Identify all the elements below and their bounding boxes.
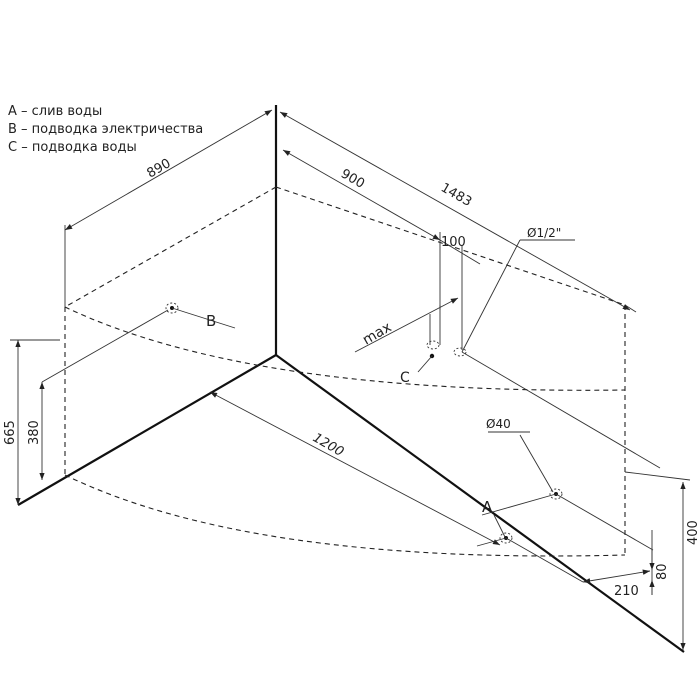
dimension-890: 890 [64,109,273,307]
svg-text:80: 80 [655,563,670,580]
svg-text:890: 890 [145,156,174,181]
svg-text:1200: 1200 [310,430,346,460]
svg-text:900: 900 [338,166,367,191]
svg-text:C: C [400,370,410,386]
left-wall-base [17,354,277,506]
svg-text:210: 210 [614,584,639,599]
svg-text:B: B [206,312,216,330]
svg-text:380: 380 [27,420,42,445]
svg-text:Ø40: Ø40 [486,417,511,431]
dimension-400: 400 [624,471,700,650]
right-wall-base [275,354,685,653]
dimension-1483: 1483 [279,111,637,313]
electric-callout: B [41,302,236,383]
dimension-380: 380 [27,382,45,480]
svg-text:Ø1/2": Ø1/2" [527,226,561,240]
svg-text:400: 400 [686,520,700,545]
tub-outline [64,186,626,557]
svg-text:1483: 1483 [438,180,474,210]
dimension-665: 665 [3,339,60,505]
svg-text:max: max [360,319,394,348]
dimension-210: 210 [582,569,651,599]
dimension-900: 900 100 [282,149,481,350]
dimension-max: max [354,297,459,353]
svg-text:100: 100 [441,235,466,250]
svg-text:665: 665 [3,420,18,445]
drain-callout: Ø40 A [476,417,654,583]
svg-text:A: A [482,498,493,516]
dimension-1200: 1200 [209,391,501,546]
dimension-80: 80 [649,530,670,595]
water-supply-callout: Ø1/2" C [400,226,661,469]
